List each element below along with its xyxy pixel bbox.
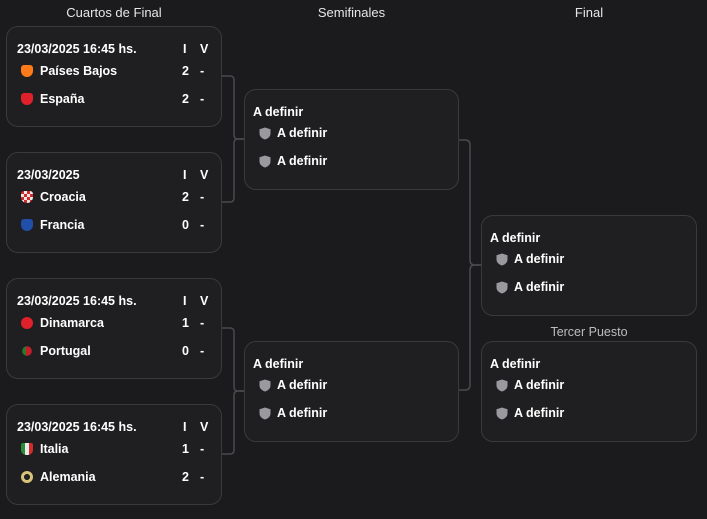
croatia-flag-icon	[21, 191, 33, 203]
shield-icon	[496, 253, 508, 265]
quarterfinal-card-3[interactable]: 23/03/2025 16:45 hs. I V Dinamarca 1 - P…	[6, 278, 222, 379]
column-title-final: Final	[574, 5, 604, 20]
team-row-away[interactable]: A definir	[259, 152, 327, 170]
team-name: A definir	[514, 252, 565, 266]
team-name: Portugal	[40, 344, 91, 358]
connector-sf1-final	[459, 139, 481, 266]
spain-flag-icon	[21, 93, 33, 105]
shield-icon	[496, 379, 508, 391]
team-name: Italia	[40, 442, 69, 456]
ida-header: I	[183, 42, 187, 56]
match-date: 23/03/2025 16:45 hs.	[17, 294, 137, 308]
team-row-home[interactable]: A definir	[259, 376, 327, 394]
team-row-home[interactable]: Países Bajos	[21, 62, 117, 80]
score-ida: 2	[182, 190, 189, 204]
germany-flag-icon	[21, 471, 33, 483]
score-ida: 2	[182, 470, 189, 484]
score-ida: 0	[182, 344, 189, 358]
ida-header: I	[183, 294, 187, 308]
shield-icon	[259, 379, 271, 391]
score-vuelta: -	[200, 92, 205, 106]
third-place-card[interactable]: A definir A definir A definir	[481, 341, 697, 442]
team-name: A definir	[277, 126, 328, 140]
ida-header: I	[183, 168, 187, 182]
team-name: A definir	[277, 378, 328, 392]
connector-qf3-sf2	[222, 327, 244, 392]
denmark-flag-icon	[21, 317, 33, 329]
team-name: A definir	[514, 378, 565, 392]
score-vuelta: -	[200, 316, 205, 330]
semifinal-card-1[interactable]: A definir A definir A definir	[244, 89, 459, 190]
team-name: España	[40, 92, 85, 106]
shield-icon	[259, 407, 271, 419]
team-name: A definir	[514, 280, 565, 294]
connector-qf4-sf2	[222, 390, 244, 455]
shield-icon	[259, 127, 271, 139]
netherlands-flag-icon	[21, 65, 33, 77]
quarterfinal-card-4[interactable]: 23/03/2025 16:45 hs. I V Italia 1 - Alem…	[6, 404, 222, 505]
italy-flag-icon	[21, 443, 33, 455]
score-ida: 0	[182, 218, 189, 232]
team-name: A definir	[277, 154, 328, 168]
vuelta-header: V	[200, 42, 209, 56]
team-name: Dinamarca	[40, 316, 104, 330]
team-row-home[interactable]: Croacia	[21, 188, 86, 206]
team-name: Alemania	[40, 470, 96, 484]
match-date: 23/03/2025 16:45 hs.	[17, 42, 137, 56]
match-title: A definir	[490, 357, 541, 371]
connector-sf2-final	[459, 264, 481, 391]
score-ida: 2	[182, 92, 189, 106]
match-date: 23/03/2025 16:45 hs.	[17, 420, 137, 434]
team-name: Croacia	[40, 190, 86, 204]
score-ida: 1	[182, 316, 189, 330]
ida-header: I	[183, 420, 187, 434]
team-row-home[interactable]: A definir	[259, 124, 327, 142]
team-name: Francia	[40, 218, 85, 232]
shield-icon	[496, 281, 508, 293]
final-card[interactable]: A definir A definir A definir	[481, 215, 697, 316]
team-row-home[interactable]: Italia	[21, 440, 69, 458]
team-row-away[interactable]: Alemania	[21, 468, 96, 486]
score-vuelta: -	[200, 344, 205, 358]
score-vuelta: -	[200, 442, 205, 456]
vuelta-header: V	[200, 420, 209, 434]
score-vuelta: -	[200, 64, 205, 78]
score-vuelta: -	[200, 190, 205, 204]
team-row-home[interactable]: A definir	[496, 376, 564, 394]
connector-qf1-sf1	[222, 75, 244, 140]
portugal-flag-icon	[22, 346, 32, 356]
match-date: 23/03/2025	[17, 168, 80, 182]
score-vuelta: -	[200, 218, 205, 232]
team-row-away[interactable]: Francia	[21, 216, 84, 234]
team-name: A definir	[514, 406, 565, 420]
vuelta-header: V	[200, 294, 209, 308]
team-row-away[interactable]: A definir	[496, 278, 564, 296]
team-row-away[interactable]: A definir	[496, 404, 564, 422]
shield-icon	[259, 155, 271, 167]
team-name: A definir	[277, 406, 328, 420]
quarterfinal-card-1[interactable]: 23/03/2025 16:45 hs. I V Países Bajos 2 …	[6, 26, 222, 127]
connector-qf2-sf1	[222, 138, 244, 203]
match-title: A definir	[253, 105, 304, 119]
column-title-quarterfinals: Cuartos de Final	[66, 5, 162, 20]
score-ida: 2	[182, 64, 189, 78]
score-vuelta: -	[200, 470, 205, 484]
score-ida: 1	[182, 442, 189, 456]
column-title-semifinals: Semifinales	[317, 5, 386, 20]
semifinal-card-2[interactable]: A definir A definir A definir	[244, 341, 459, 442]
shield-icon	[496, 407, 508, 419]
team-row-away[interactable]: España	[21, 90, 84, 108]
third-place-label: Tercer Puesto	[550, 325, 628, 339]
team-row-away[interactable]: A definir	[259, 404, 327, 422]
quarterfinal-card-2[interactable]: 23/03/2025 I V Croacia 2 - Francia 0 -	[6, 152, 222, 253]
match-title: A definir	[490, 231, 541, 245]
team-row-home[interactable]: Dinamarca	[21, 314, 104, 332]
france-flag-icon	[21, 219, 33, 231]
team-name: Países Bajos	[40, 64, 118, 78]
team-row-home[interactable]: A definir	[496, 250, 564, 268]
match-title: A definir	[253, 357, 304, 371]
team-row-away[interactable]: Portugal	[21, 342, 91, 360]
vuelta-header: V	[200, 168, 209, 182]
